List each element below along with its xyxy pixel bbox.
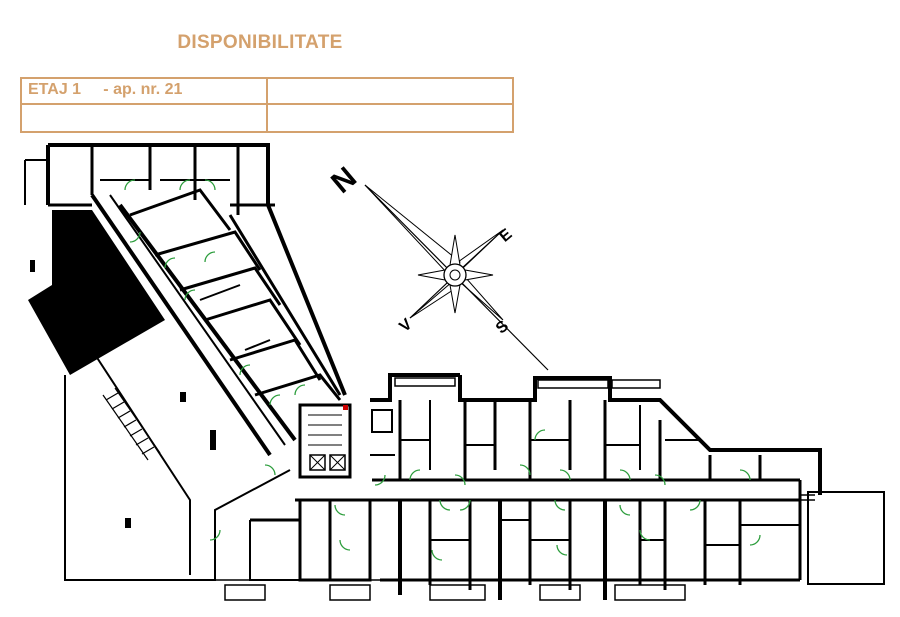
location-marker	[343, 405, 348, 410]
compass-east-label: E	[496, 226, 515, 246]
apartment-label: - ap. nr. 21	[103, 81, 183, 98]
columns	[30, 260, 216, 528]
compass-north-label: N	[325, 161, 363, 200]
building-walls	[24, 143, 885, 601]
floor-label: ETAJ 1	[28, 81, 82, 98]
stair-icon	[102, 387, 161, 461]
page-title: DISPONIBILITATE	[177, 32, 343, 53]
floor-apartment-cell: ETAJ 1 - ap. nr. 21	[22, 79, 268, 105]
compass-rose-icon: N E S V	[325, 161, 549, 371]
availability-table: ETAJ 1 - ap. nr. 21	[20, 77, 514, 133]
shaded-area	[28, 210, 165, 375]
door-swings	[124, 179, 761, 561]
table-cell-empty	[268, 79, 512, 105]
compass-west-label: V	[396, 316, 415, 336]
compass-south-label: S	[493, 317, 512, 337]
table-cell-empty	[22, 105, 268, 131]
